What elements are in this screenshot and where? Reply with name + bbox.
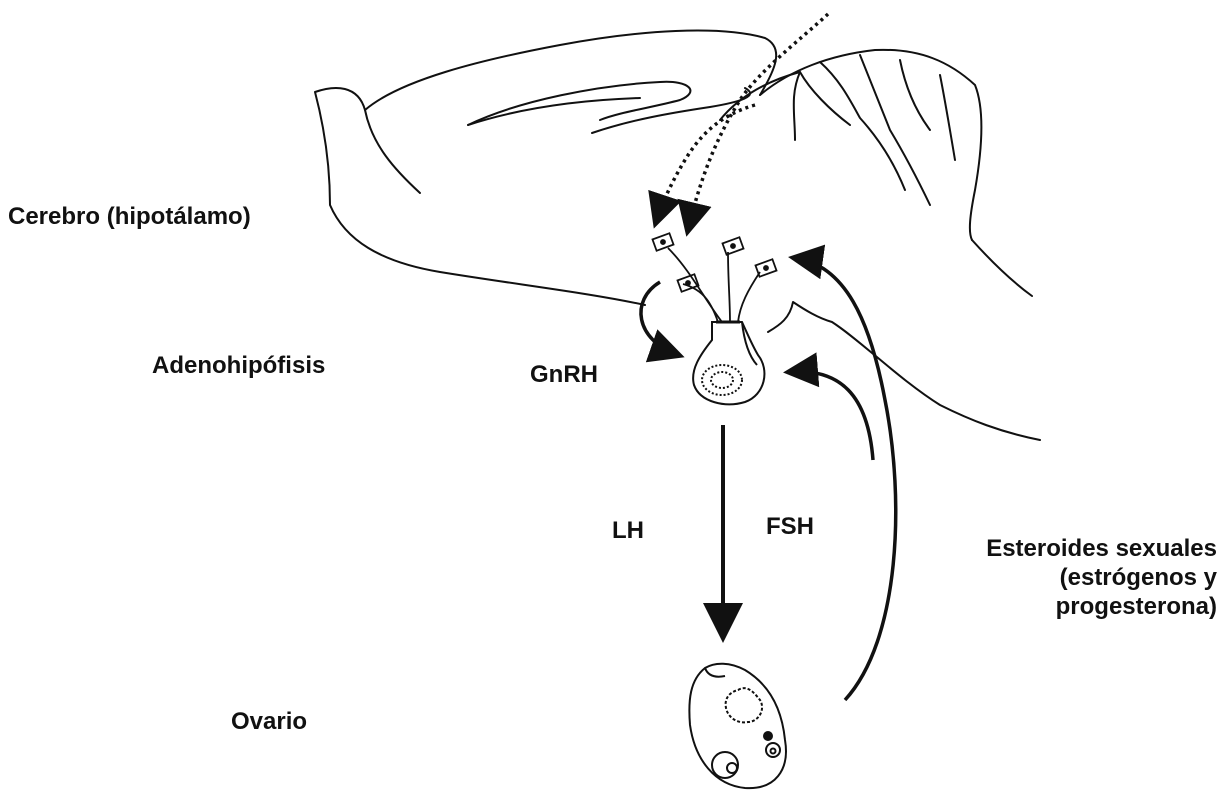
cortical-input-arrows (656, 14, 828, 230)
gnrh-neurons (652, 233, 776, 322)
ovary (689, 664, 786, 788)
lh-label: LH (612, 517, 644, 546)
gnrh-arrow (641, 282, 678, 355)
pituitary-label: Adenohipófisis (152, 352, 325, 381)
steroids-label-line1: Esteroides sexuales (912, 535, 1217, 564)
fsh-label: FSH (766, 513, 814, 542)
steroids-label-line2: (estrógenos y (912, 564, 1217, 593)
gnrh-label: GnRH (530, 361, 598, 390)
pituitary-gland (693, 322, 764, 404)
brain-outline (315, 31, 1040, 440)
brain-label: Cerebro (hipotálamo) (8, 203, 251, 232)
neuron-icon (652, 233, 673, 250)
steroids-label: Esteroides sexuales (estrógenos y proges… (912, 535, 1217, 621)
steroids-label-line3: progesterona) (912, 593, 1217, 622)
neuron-icon (722, 237, 743, 254)
feedback-arrow-pituitary (790, 372, 873, 460)
feedback-arrow-hypothalamus (795, 258, 896, 700)
ovary-label: Ovario (231, 708, 307, 737)
